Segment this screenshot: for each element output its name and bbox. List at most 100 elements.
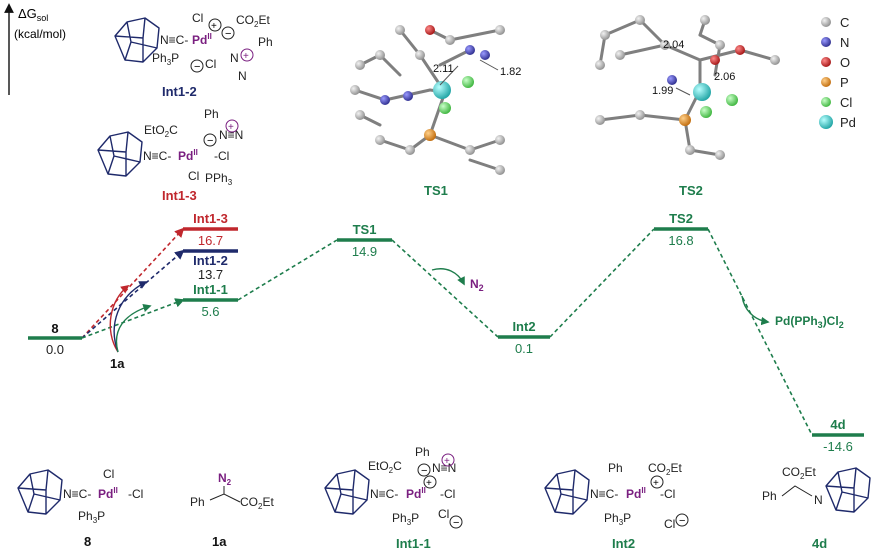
svg-text:+: + xyxy=(426,478,432,489)
y-axis-label: ΔGsol xyxy=(18,6,48,23)
level-int1-2: Int1-213.7 xyxy=(183,249,238,282)
svg-text:CO2Et: CO2Et xyxy=(648,461,682,477)
connector-8-int1-3 xyxy=(81,227,185,339)
s1a-label: 1a xyxy=(212,534,227,549)
level-value-int1-1: 5.6 xyxy=(201,304,219,319)
connector-8-int1-1 xyxy=(81,298,185,339)
svg-text:EtO2C: EtO2C xyxy=(368,459,402,475)
legend-label-n: N xyxy=(840,35,849,50)
svg-text:N: N xyxy=(814,493,823,507)
svg-text:PdII: PdII xyxy=(626,486,646,501)
int2-structure: N≡C- PdII -Cl + Ph CO2Et Ph3P Cl − Int2 xyxy=(544,461,689,551)
level-name-int1-1: Int1-1 xyxy=(193,282,228,297)
y-axis-unit: (kcal/mol) xyxy=(14,27,66,41)
svg-text:Cl: Cl xyxy=(103,467,114,481)
svg-text:EtO2C: EtO2C xyxy=(144,123,178,139)
svg-text:Ph: Ph xyxy=(415,445,430,459)
svg-text:-Cl: -Cl xyxy=(128,487,143,501)
s1a-structure: N2 Ph CO2Et 1a xyxy=(190,471,274,549)
svg-text:N: N xyxy=(230,51,239,65)
svg-text:Cl: Cl xyxy=(188,169,199,183)
y-axis: ΔGsol (kcal/mol) xyxy=(4,3,66,95)
svg-text:N≡C-: N≡C- xyxy=(63,487,91,501)
svg-text:Ph3P: Ph3P xyxy=(78,509,105,525)
svg-text:N≡N: N≡N xyxy=(219,128,243,142)
legend-label-p: P xyxy=(840,75,849,90)
level-value-ts2: 16.8 xyxy=(668,233,693,248)
svg-text:PdII: PdII xyxy=(406,486,426,501)
ts1-structure-label: TS1 xyxy=(424,183,448,198)
pathway-connectors xyxy=(81,227,813,436)
int1-3-structure: N≡C- PdII -Cl Cl PPh3 EtO2C Ph − N≡N + I… xyxy=(97,107,243,203)
ts1-dist-2: 1.82 xyxy=(500,66,521,78)
svg-text:Cl: Cl xyxy=(205,57,216,71)
svg-text:Ph: Ph xyxy=(258,35,273,49)
svg-text:Ph3P: Ph3P xyxy=(152,51,179,67)
svg-text:-Cl: -Cl xyxy=(660,487,675,501)
svg-text:−: − xyxy=(194,61,200,73)
connector-8-int1-2 xyxy=(81,249,185,339)
connector-ts2-4d xyxy=(707,228,813,436)
svg-text:Cl: Cl xyxy=(438,507,449,521)
svg-text:N≡C-: N≡C- xyxy=(370,487,398,501)
connector-int1-1-ts1 xyxy=(237,239,338,301)
level-name-4d: 4d xyxy=(830,417,845,432)
svg-text:PdII: PdII xyxy=(192,32,212,47)
level-int1-1: Int1-1 5.6 xyxy=(183,282,238,319)
svg-text:Cl: Cl xyxy=(664,517,675,531)
svg-text:+: + xyxy=(653,478,659,489)
legend-label-cl: Cl xyxy=(840,95,852,110)
reactant-1a-label: 1a xyxy=(110,356,125,371)
svg-text:Ph3P: Ph3P xyxy=(392,511,419,527)
n2-label: N2 xyxy=(470,277,484,293)
s8-structure: N≡C- PdII -Cl Cl Ph3P 8 xyxy=(17,467,143,549)
svg-text:N≡C-: N≡C- xyxy=(590,487,618,501)
svg-text:−: − xyxy=(679,515,685,527)
int1-1-structure: N≡C- PdII -Cl + EtO2C Ph − N≡N + Ph3P Cl… xyxy=(324,445,463,551)
ts2-structure-label: TS2 xyxy=(679,183,703,198)
svg-text:N2: N2 xyxy=(218,471,232,487)
svg-text:CO2Et: CO2Et xyxy=(782,465,816,481)
svg-text:N≡C-: N≡C- xyxy=(143,149,171,163)
level-name-ts2: TS2 xyxy=(669,211,693,226)
connector-ts1-int2 xyxy=(391,239,499,338)
svg-text:Ph3P: Ph3P xyxy=(604,511,631,527)
svg-text:PdII: PdII xyxy=(98,486,118,501)
level-name-ts1: TS1 xyxy=(353,222,377,237)
int1-2-structure: N≡C- PdII + Cl CO2Et − Ph Ph3P − Cl N + … xyxy=(114,11,273,99)
svg-text:+: + xyxy=(243,51,249,62)
reactant-1a-arrows xyxy=(109,281,152,353)
level-ts1: TS1 14.9 xyxy=(337,222,392,259)
svg-text:−: − xyxy=(225,28,231,40)
legend-label-c: C xyxy=(840,15,849,30)
level-name-int1-2: Int1-2 xyxy=(193,253,228,268)
svg-text:−: − xyxy=(207,135,213,147)
ts1-dist-1: 2.11 xyxy=(433,63,454,75)
legend-swatch-c xyxy=(821,17,831,27)
svg-text:+: + xyxy=(211,21,217,32)
energy-levels: 80.0Int1-316.7Int1-213.7Int1-15.6TS114.9… xyxy=(28,211,864,454)
level-name-int1-3: Int1-3 xyxy=(193,211,228,226)
svg-text:N≡C-: N≡C- xyxy=(160,33,188,47)
s8-label: 8 xyxy=(84,534,91,549)
svg-text:Ph: Ph xyxy=(762,489,777,503)
svg-text:+: + xyxy=(228,122,234,133)
svg-text:−: − xyxy=(421,465,427,477)
svg-text:+: + xyxy=(444,456,450,467)
level-value-ts1: 14.9 xyxy=(352,244,377,259)
level-int1-3: Int1-316.7 xyxy=(183,211,238,248)
legend-swatch-n xyxy=(821,37,831,47)
level-8: 80.0 xyxy=(28,321,82,357)
svg-text:−: − xyxy=(453,517,459,529)
svg-text:Cl: Cl xyxy=(192,11,203,25)
svg-text:Ph: Ph xyxy=(204,107,219,121)
int2-label: Int2 xyxy=(612,536,635,551)
svg-text:N: N xyxy=(238,69,247,83)
connector-int2-ts2 xyxy=(549,228,655,338)
legend-label-pd: Pd xyxy=(840,115,856,130)
ts2-dist-1: 2.04 xyxy=(663,39,684,51)
int1-2-label: Int1-2 xyxy=(162,84,197,99)
level-value-int1-2: 13.7 xyxy=(198,267,223,282)
